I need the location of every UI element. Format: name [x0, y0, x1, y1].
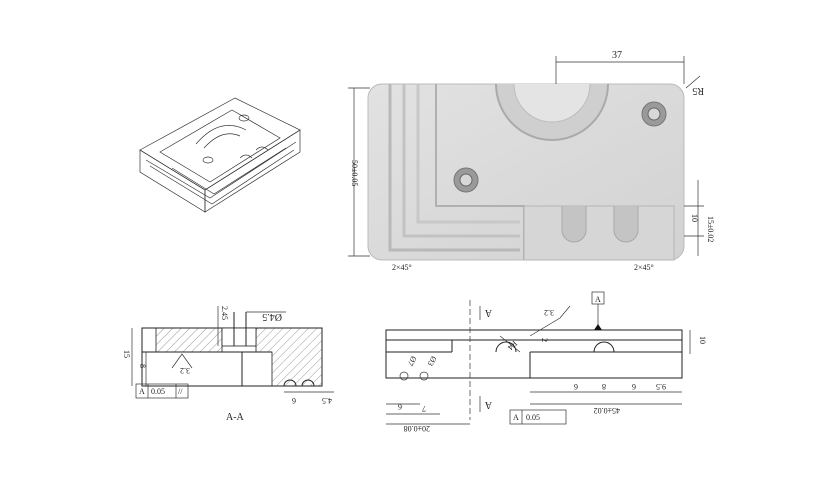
roughness-3-2-front: 3.2 [544, 308, 554, 317]
tolerance-datum-section: A [139, 387, 145, 396]
dim-hole-3: Ø3 [426, 355, 439, 368]
dim-bottom-3: 9.5 [656, 382, 666, 391]
dim-2-45: 2.45 [220, 306, 229, 320]
datum-label: A [595, 295, 601, 304]
dim-height-15: 15 [122, 350, 131, 358]
tolerance-value-section: 0.05 [151, 387, 165, 396]
front-view [385, 291, 691, 425]
rendered-view [348, 56, 704, 261]
tolerance-value-front: 0.05 [526, 413, 540, 422]
dim-bottom-long: 45±0.02 [594, 406, 620, 415]
section-mark-top: A [484, 307, 492, 318]
dim-two: 2 [540, 338, 549, 342]
dim-left-6: 6 [398, 402, 402, 411]
dim-hole-4-5: Ø4.5 [262, 311, 282, 322]
isometric-view [139, 97, 301, 213]
dim-inner-8: 8 [138, 364, 147, 368]
dim-left-7: 7 [422, 404, 426, 413]
dim-bottom-6-section: 6 [292, 396, 296, 405]
tolerance-frame-front: A 0.05 [509, 409, 567, 425]
dim-height-50: 50±0.05 [350, 160, 359, 186]
dim-right-10: 10 [690, 214, 699, 222]
section-mark-bottom: A [484, 399, 492, 410]
dim-hole-7: Ø7 [406, 355, 419, 368]
dim-bottom-4-5-section: 4.5 [322, 396, 332, 405]
dim-right-height-10: 10 [698, 336, 707, 344]
dim-top-37: 37 [612, 50, 622, 61]
section-title: A-A [226, 412, 245, 423]
chamfer-right: 2×45° [634, 263, 654, 272]
dim-right-15: 15±0.02 [706, 216, 715, 242]
section-view [131, 306, 334, 393]
parallelism-symbol-section: // [178, 387, 183, 396]
dim-radius-r5: R5 [692, 85, 704, 96]
dim-bottom-2: 6 [632, 382, 636, 391]
tolerance-frame-section: A 0.05 // [135, 383, 189, 399]
dim-bottom-1: 8 [602, 382, 606, 391]
chamfer-left: 2×45° [392, 263, 412, 272]
roughness-3-2-section: 3.2 [180, 366, 190, 375]
tolerance-datum-front: A [513, 413, 519, 422]
dim-bottom-total: 20±0.08 [404, 424, 430, 433]
dim-bottom-0: 6 [574, 382, 578, 391]
